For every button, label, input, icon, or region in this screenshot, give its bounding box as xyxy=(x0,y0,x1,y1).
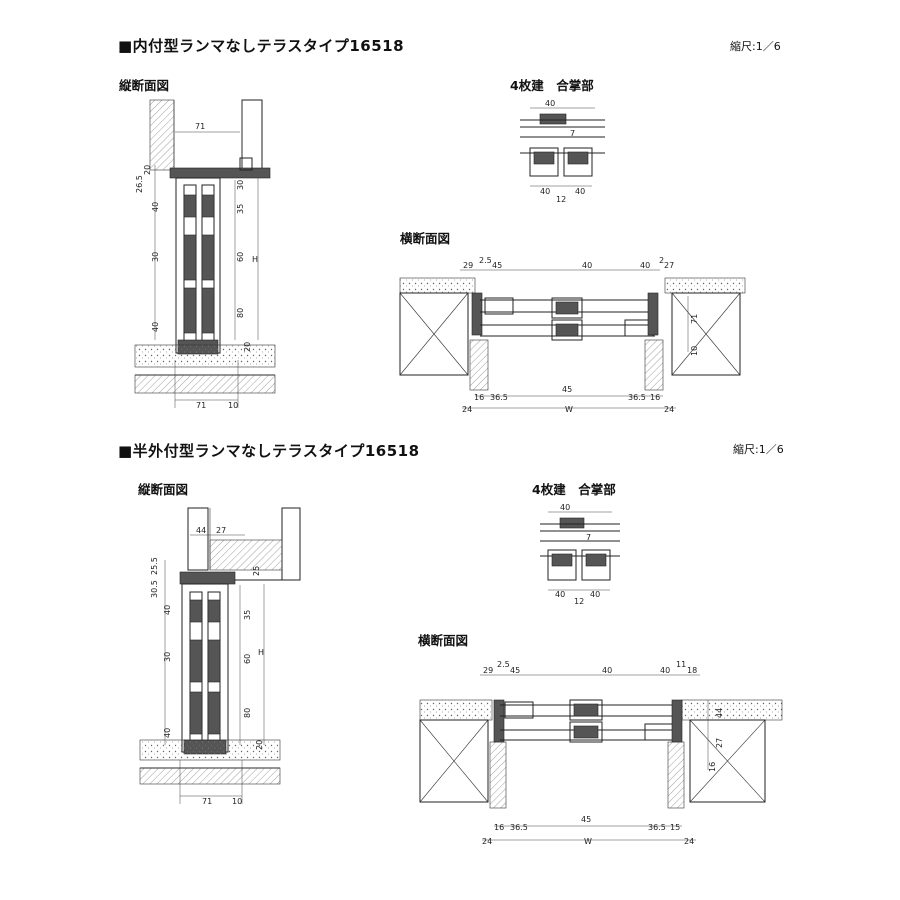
s2-h-dim-t5: 40 xyxy=(660,666,670,675)
s2-h-dim-e2: 24 xyxy=(684,837,694,846)
s2-h-dim-t3: 45 xyxy=(510,666,520,675)
s1-h-dim-t2: 2.5 xyxy=(479,256,492,265)
section2-horizontal-label: 横断面図 xyxy=(418,633,469,648)
s2-v-dim-d9: 20 xyxy=(255,740,264,750)
s2-h-dim-b1: 16 xyxy=(494,823,504,832)
section1-meeting-label: 4枚建 合掌部 xyxy=(510,78,594,93)
s1-v-dim-d2: 20 xyxy=(143,165,152,175)
s1-h-dim-r1: 71 xyxy=(690,314,699,324)
s2-v-dim-d4: 30 xyxy=(163,652,172,662)
s2-v-dim-d3: 40 xyxy=(163,605,172,615)
s1-m-dim-br: 40 xyxy=(575,187,585,196)
s2-v-dim-r: 25 xyxy=(252,566,261,576)
s1-h-dim-b3: 45 xyxy=(562,385,572,394)
s1-h-dim-r2: 10 xyxy=(690,346,699,356)
s2-v-dim-d7: 60 xyxy=(243,654,252,664)
s1-h-dim-b1: 16 xyxy=(474,393,484,402)
s2-h-dim-r2: 27 xyxy=(715,738,724,748)
s2-v-dim-top2: 27 xyxy=(216,526,226,535)
s1-v-dim-b2: 10 xyxy=(228,401,238,410)
s2-horizontal-section: 29 2.5 45 40 40 11 18 44 27 16 16 36.5 4… xyxy=(419,660,783,846)
s2-h-dim-w: W xyxy=(584,837,592,846)
s1-v-dim-d3: 40 xyxy=(151,202,160,212)
s1-h-dim-b4: 36.5 xyxy=(628,393,646,402)
section1-vertical-label: 縦断面図 xyxy=(119,78,170,93)
s2-v-dim-h: H xyxy=(258,648,264,657)
s1-h-dim-t5: 40 xyxy=(640,261,650,270)
section1-title: ■内付型ランマなしテラスタイプ16518 xyxy=(118,37,405,55)
s1-v-dim-d1: 26.5 xyxy=(135,175,144,193)
s2-m-dim-c: 12 xyxy=(574,597,584,606)
s2-h-dim-e1: 24 xyxy=(482,837,492,846)
s1-v-dim-h: H xyxy=(252,255,258,264)
s1-m-dim-mid: 7 xyxy=(570,129,575,138)
s1-h-dim-t3: 45 xyxy=(492,261,502,270)
section1-horizontal-label: 横断面図 xyxy=(400,231,451,246)
s1-v-floor-slab xyxy=(134,344,276,368)
s1-h-dim-t4: 40 xyxy=(582,261,592,270)
s2-v-dim-d8: 80 xyxy=(243,708,252,718)
s2-v-dim-d2: 25.5 xyxy=(150,557,159,575)
s2-h-dim-b2: 36.5 xyxy=(510,823,528,832)
s1-v-dim-d8: 80 xyxy=(236,308,245,318)
s1-h-dim-b2: 36.5 xyxy=(490,393,508,402)
s2-v-dim-b2: 10 xyxy=(232,797,242,806)
s2-v-dim-d5: 40 xyxy=(163,728,172,738)
s1-h-dim-e2: 24 xyxy=(664,405,674,414)
s1-v-dim-d5: 40 xyxy=(151,322,160,332)
s1-m-dim-bl: 40 xyxy=(540,187,550,196)
s2-h-dim-b4: 36.5 xyxy=(648,823,666,832)
s2-h-dim-t7: 18 xyxy=(687,666,697,675)
s2-m-dim-top: 40 xyxy=(560,503,570,512)
s1-v-wall-left xyxy=(149,99,175,171)
s1-v-dim-top: 71 xyxy=(195,122,205,131)
s2-v-dim-d1: 30.5 xyxy=(150,580,159,598)
s2-v-frame xyxy=(181,583,229,753)
s1-v-dim-small: 30 xyxy=(236,180,245,190)
s2-vertical-section: 44 27 30.5 25.5 40 30 40 35 60 80 20 25 … xyxy=(139,507,301,806)
s2-h-dim-r1: 44 xyxy=(715,708,724,718)
section2-meeting-label: 4枚建 合掌部 xyxy=(532,482,616,497)
s1-horizontal-section: 29 2.5 45 40 40 2 27 71 10 16 36.5 45 36… xyxy=(399,256,746,414)
section2-title: ■半外付型ランマなしテラスタイプ16518 xyxy=(118,442,420,460)
s2-h-dim-t4: 40 xyxy=(602,666,612,675)
s1-vertical-section: 71 26.5 20 40 30 40 30 35 60 80 20 H 71 … xyxy=(134,99,276,410)
s1-v-dim-d9: 20 xyxy=(243,342,252,352)
s2-h-dim-b3: 45 xyxy=(581,815,591,824)
s2-v-dim-d6: 35 xyxy=(243,610,252,620)
s1-h-dim-w: W xyxy=(565,405,573,414)
s2-m-dim-bl: 40 xyxy=(555,590,565,599)
s1-v-dim-d6: 35 xyxy=(236,204,245,214)
s1-h-dim-t1: 29 xyxy=(463,261,473,270)
s2-h-dim-r3: 16 xyxy=(708,762,717,772)
s2-m-dim-br: 40 xyxy=(590,590,600,599)
s2-h-dim-b5: 15 xyxy=(670,823,680,832)
s2-h-dim-t2: 2.5 xyxy=(497,660,510,669)
s1-h-dim-b5: 16 xyxy=(650,393,660,402)
section2-vertical-label: 縦断面図 xyxy=(138,482,189,497)
s1-v-dim-b1: 71 xyxy=(196,401,206,410)
s1-h-dim-e1: 24 xyxy=(462,405,472,414)
s1-v-dim-d4: 30 xyxy=(151,252,160,262)
s1-meeting-detail: 40 7 40 40 12 xyxy=(520,99,605,204)
section2-scale: 縮尺:1／6 xyxy=(733,443,784,456)
s2-h-dim-t6: 11 xyxy=(676,660,686,669)
s1-v-dim-d7: 60 xyxy=(236,252,245,262)
s2-v-dim-b1: 71 xyxy=(202,797,212,806)
s1-v-head-frame xyxy=(169,167,271,179)
s2-h-dim-t1: 29 xyxy=(483,666,493,675)
s2-v-dim-top1: 44 xyxy=(196,526,206,535)
s2-meeting-detail: 40 7 40 40 12 xyxy=(540,503,620,606)
section1-scale: 縮尺:1／6 xyxy=(730,40,781,53)
s1-m-dim-top: 40 xyxy=(545,99,555,108)
s1-m-dim-c: 12 xyxy=(556,195,566,204)
s1-h-dim-t6: 2 xyxy=(659,256,664,265)
s1-h-dim-t7: 27 xyxy=(664,261,674,270)
s2-m-dim-mid: 7 xyxy=(586,533,591,542)
